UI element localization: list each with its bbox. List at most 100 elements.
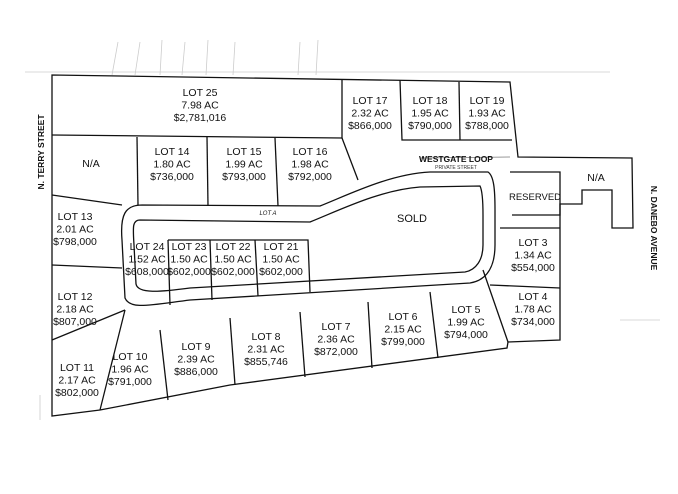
lot-6-acres: 2.15 AC — [384, 324, 422, 336]
lot-23-acres: 1.50 AC — [170, 254, 208, 266]
lot-18-name: LOT 18 — [413, 95, 448, 107]
lot-16-name: LOT 16 — [293, 146, 328, 158]
lot-22-acres: 1.50 AC — [214, 254, 252, 266]
lot-3-price: $554,000 — [511, 262, 555, 274]
lot-13-acres: 2.01 AC — [56, 224, 94, 236]
lot-17-price: $866,000 — [348, 120, 392, 132]
lot-9-price: $886,000 — [174, 366, 218, 378]
lot-23-name: LOT 23 — [172, 241, 207, 253]
lot-13-price: $798,000 — [53, 236, 97, 248]
sold-label: SOLD — [397, 213, 427, 225]
lot-25-name: LOT 25 — [183, 87, 218, 99]
lot-14-price: $736,000 — [150, 171, 194, 183]
lot-9-name: LOT 9 — [182, 341, 211, 353]
lot-19-acres: 1.93 AC — [468, 108, 506, 120]
lot-21-acres: 1.50 AC — [262, 254, 300, 266]
lot-5-name: LOT 5 — [452, 304, 481, 316]
lot-10-acres: 1.96 AC — [111, 364, 149, 376]
lot-8-price: $855,746 — [244, 356, 288, 368]
lot-lines — [51, 79, 561, 411]
lot-14-acres: 1.80 AC — [153, 159, 191, 171]
lot-7-acres: 2.36 AC — [317, 334, 355, 346]
lot-24-acres: 1.52 AC — [128, 254, 166, 266]
lot-12-price: $807,000 — [53, 316, 97, 328]
lot-6-name: LOT 6 — [389, 311, 418, 323]
lot-3-name: LOT 3 — [519, 237, 548, 249]
na-west-label: N/A — [82, 158, 100, 170]
lot-18-price: $790,000 — [408, 120, 452, 132]
westgate-loop-label: WESTGATE LOOP — [419, 154, 493, 164]
lot-14-name: LOT 14 — [155, 146, 190, 158]
lot-24-price: $608,000 — [125, 266, 169, 278]
reserved-label: RESERVED — [509, 192, 561, 203]
lot-24-name: LOT 24 — [130, 241, 165, 253]
lot-18-acres: 1.95 AC — [411, 108, 449, 120]
lot-7-name: LOT 7 — [322, 321, 351, 333]
private-street-label: PRIVATE STREET — [435, 165, 477, 171]
lot-17-acres: 2.32 AC — [351, 108, 389, 120]
lot-25-acres: 7.98 AC — [181, 100, 219, 112]
lot-11-price: $802,000 — [55, 387, 99, 399]
lot-10-name: LOT 10 — [113, 351, 148, 363]
n-terry-street-label: N. TERRY STREET — [36, 114, 46, 190]
lot-5-price: $794,000 — [444, 329, 488, 341]
lot-17-name: LOT 17 — [353, 95, 388, 107]
na-east-label: N/A — [587, 172, 605, 184]
lot-22-name: LOT 22 — [216, 241, 251, 253]
n-danebo-avenue-label: N. DANEBO AVENUE — [649, 186, 659, 271]
lot-16-price: $792,000 — [288, 171, 332, 183]
lot-19-price: $788,000 — [465, 120, 509, 132]
lot-5-acres: 1.99 AC — [447, 317, 485, 329]
lot-15-acres: 1.99 AC — [225, 159, 263, 171]
lot-21-price: $602,000 — [259, 266, 303, 278]
lot-21-name: LOT 21 — [264, 241, 299, 253]
lot-4-name: LOT 4 — [519, 291, 548, 303]
lot-11-name: LOT 11 — [60, 362, 94, 374]
lot-23-price: $602,000 — [167, 266, 211, 278]
property-boundary — [51, 74, 634, 417]
background-lines — [25, 39, 660, 420]
lot-7-price: $872,000 — [314, 346, 358, 358]
lot-15-price: $793,000 — [222, 171, 266, 183]
lot-8-acres: 2.31 AC — [247, 344, 285, 356]
lot-8-name: LOT 8 — [252, 331, 281, 343]
lot-22-price: $602,000 — [211, 266, 255, 278]
lot-11-acres: 2.17 AC — [58, 375, 96, 387]
lot-10-price: $791,000 — [108, 376, 152, 388]
lot-a-loop-inner — [120, 171, 496, 307]
lot-16-acres: 1.98 AC — [291, 159, 329, 171]
lot-19-name: LOT 19 — [470, 95, 505, 107]
lot-a-label: LOT A — [259, 211, 276, 217]
lot-4-price: $734,000 — [511, 316, 555, 328]
lot-12-acres: 2.18 AC — [56, 304, 94, 316]
lot-25-price: $2,781,016 — [174, 112, 227, 124]
lot-6-price: $799,000 — [381, 336, 425, 348]
lot-15-name: LOT 15 — [227, 146, 262, 158]
lot-4-acres: 1.78 AC — [514, 304, 552, 316]
lot-9-acres: 2.39 AC — [177, 354, 215, 366]
lot-12-name: LOT 12 — [58, 291, 93, 303]
lot-13-name: LOT 13 — [58, 211, 93, 223]
